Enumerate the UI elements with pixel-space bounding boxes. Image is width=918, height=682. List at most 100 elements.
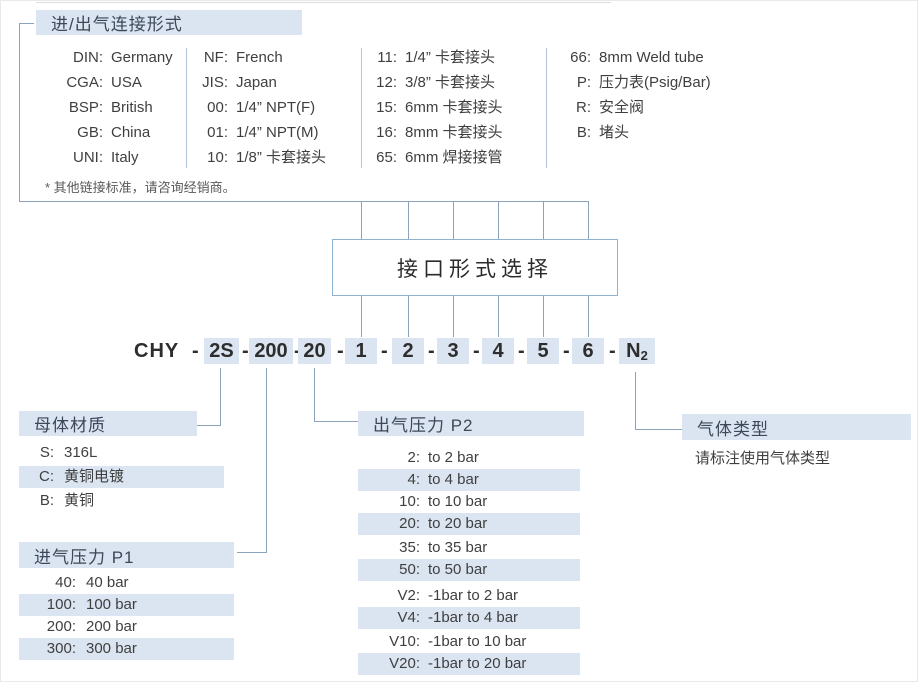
item-code: 50: bbox=[399, 561, 420, 578]
list-item: 35:to 35 bar bbox=[358, 537, 580, 559]
item-code: 66: bbox=[570, 49, 591, 66]
gas-code-main: N bbox=[626, 340, 641, 362]
column-divider bbox=[546, 48, 547, 168]
code-dash: - bbox=[428, 340, 435, 362]
gas-type-section-header: 气体类型 bbox=[682, 414, 911, 440]
item-code: 00: bbox=[207, 99, 228, 116]
item-code: B: bbox=[576, 124, 591, 141]
item-code: V20: bbox=[389, 655, 420, 672]
item-label: 压力表(Psig/Bar) bbox=[599, 74, 711, 91]
connector-line bbox=[408, 201, 409, 239]
connector-line bbox=[453, 296, 454, 337]
item-code: 35: bbox=[399, 539, 420, 556]
item-label: 1/4” 卡套接头 bbox=[405, 49, 496, 66]
gas-type-note: 请标注使用气体类型 bbox=[695, 450, 831, 467]
list-item: B:黄铜 bbox=[19, 490, 224, 512]
connection-item: NF: French bbox=[195, 45, 326, 70]
code-dash: - bbox=[337, 340, 344, 362]
model-code-prefix: CHY bbox=[134, 340, 180, 362]
item-label: Japan bbox=[236, 74, 277, 91]
item-code: V10: bbox=[389, 633, 420, 650]
code-segment-port-2: 2 bbox=[392, 338, 424, 364]
material-section-header: 母体材质 bbox=[19, 411, 197, 436]
gas-code-subscript: 2 bbox=[640, 348, 648, 363]
code-segment-port-5: 5 bbox=[527, 338, 559, 364]
item-label: to 4 bar bbox=[428, 471, 479, 488]
connector-line bbox=[498, 201, 499, 239]
connection-item: R:安全阀 bbox=[555, 95, 711, 120]
outlet-pressure-list: 2:to 2 bar 4:to 4 bar 10:to 10 bar 20:to… bbox=[358, 447, 580, 675]
item-label: French bbox=[236, 49, 283, 66]
connection-item: JIS:Japan bbox=[195, 70, 326, 95]
connection-item: P: 压力表(Psig/Bar) bbox=[555, 70, 711, 95]
item-code: 100: bbox=[46, 596, 76, 613]
item-code: GB: bbox=[77, 124, 103, 141]
list-item: 2:to 2 bar bbox=[358, 447, 580, 469]
connection-section-title: 进/出气连接形式 bbox=[51, 15, 183, 34]
code-dash: - bbox=[473, 340, 480, 362]
item-label: 300 bar bbox=[86, 640, 137, 657]
item-code: 200: bbox=[46, 618, 76, 635]
item-label: 6mm 焊接接管 bbox=[405, 149, 503, 166]
item-code: 01: bbox=[207, 124, 228, 141]
item-label: -1bar to 2 bar bbox=[428, 587, 519, 604]
code-segment-gas-type: N2 bbox=[619, 338, 655, 364]
list-item: C:黄铜电镀 bbox=[19, 466, 224, 488]
connector-line bbox=[361, 296, 362, 337]
item-label: -1bar to 20 bar bbox=[428, 655, 527, 672]
connection-item: 00: 1/4” NPT(F) bbox=[195, 95, 326, 120]
connection-footnote: * 其他链接标准，请咨询经销商。 bbox=[45, 180, 236, 195]
code-dash: - bbox=[294, 338, 301, 364]
item-code: S: bbox=[39, 444, 54, 461]
item-code: V4: bbox=[397, 609, 420, 626]
connection-column-2: NF: French JIS:Japan 00: 1/4” NPT(F) 01:1/… bbox=[195, 45, 326, 170]
gas-type-section-title: 气体类型 bbox=[697, 419, 769, 439]
item-code: NF: bbox=[203, 49, 228, 66]
outlet-pressure-section-header: 出气压力 P2 bbox=[358, 411, 584, 436]
connection-item: DIN:Germany bbox=[41, 45, 173, 70]
list-item: 200:200 bar bbox=[19, 616, 234, 638]
item-code: BSP: bbox=[68, 99, 103, 116]
connector-line bbox=[635, 429, 682, 430]
connection-item: GB:China bbox=[41, 120, 173, 145]
connection-item: UNI:Italy bbox=[41, 145, 173, 170]
connector-line bbox=[220, 368, 221, 425]
item-label: 8mm Weld tube bbox=[599, 49, 704, 66]
list-item: 10:to 10 bar bbox=[358, 491, 580, 513]
code-segment-outlet-pressure: 20 bbox=[298, 338, 331, 364]
page-crop-artifact-line bbox=[36, 2, 611, 3]
connector-line bbox=[453, 201, 454, 239]
item-code: V2: bbox=[397, 587, 420, 604]
connector-line bbox=[408, 296, 409, 337]
connector-line bbox=[197, 425, 221, 426]
connection-item: B:堵头 bbox=[555, 120, 711, 145]
item-code: P: bbox=[576, 74, 591, 91]
list-item: V4:-1bar to 4 bar bbox=[358, 607, 580, 629]
connector-line bbox=[543, 201, 544, 239]
code-dash: - bbox=[518, 340, 525, 362]
inlet-pressure-list: 40:40 bar 100:100 bar 200:200 bar 300:30… bbox=[19, 572, 234, 660]
item-label: 316L bbox=[64, 444, 98, 461]
connection-item: 11:1/4” 卡套接头 bbox=[369, 45, 503, 70]
connector-line bbox=[314, 421, 359, 422]
bracket-vertical-line bbox=[19, 23, 20, 201]
item-code: 15: bbox=[376, 99, 397, 116]
item-label: USA bbox=[111, 74, 142, 91]
code-dash: - bbox=[192, 340, 199, 362]
list-item: V2: -1bar to 2 bar bbox=[358, 585, 580, 607]
item-label: British bbox=[111, 99, 153, 116]
connection-item: 66: 8mm Weld tube bbox=[555, 45, 711, 70]
item-label: 1/4” NPT(F) bbox=[236, 99, 316, 116]
connection-item: 15:6mm 卡套接头 bbox=[369, 95, 502, 120]
item-code: 300: bbox=[46, 640, 76, 657]
list-item: 300: 300 bar bbox=[19, 638, 234, 660]
item-label: 3/8” 卡套接头 bbox=[405, 74, 496, 91]
item-code: CGA: bbox=[66, 74, 103, 91]
item-label: 安全阀 bbox=[599, 99, 645, 116]
code-segment-port-1: 1 bbox=[345, 338, 377, 364]
item-code: 4: bbox=[407, 471, 420, 488]
item-label: Italy bbox=[111, 149, 139, 166]
connection-item: 01:1/4” NPT(M) bbox=[195, 120, 326, 145]
list-item: V20: -1bar to 20 bar bbox=[358, 653, 580, 675]
